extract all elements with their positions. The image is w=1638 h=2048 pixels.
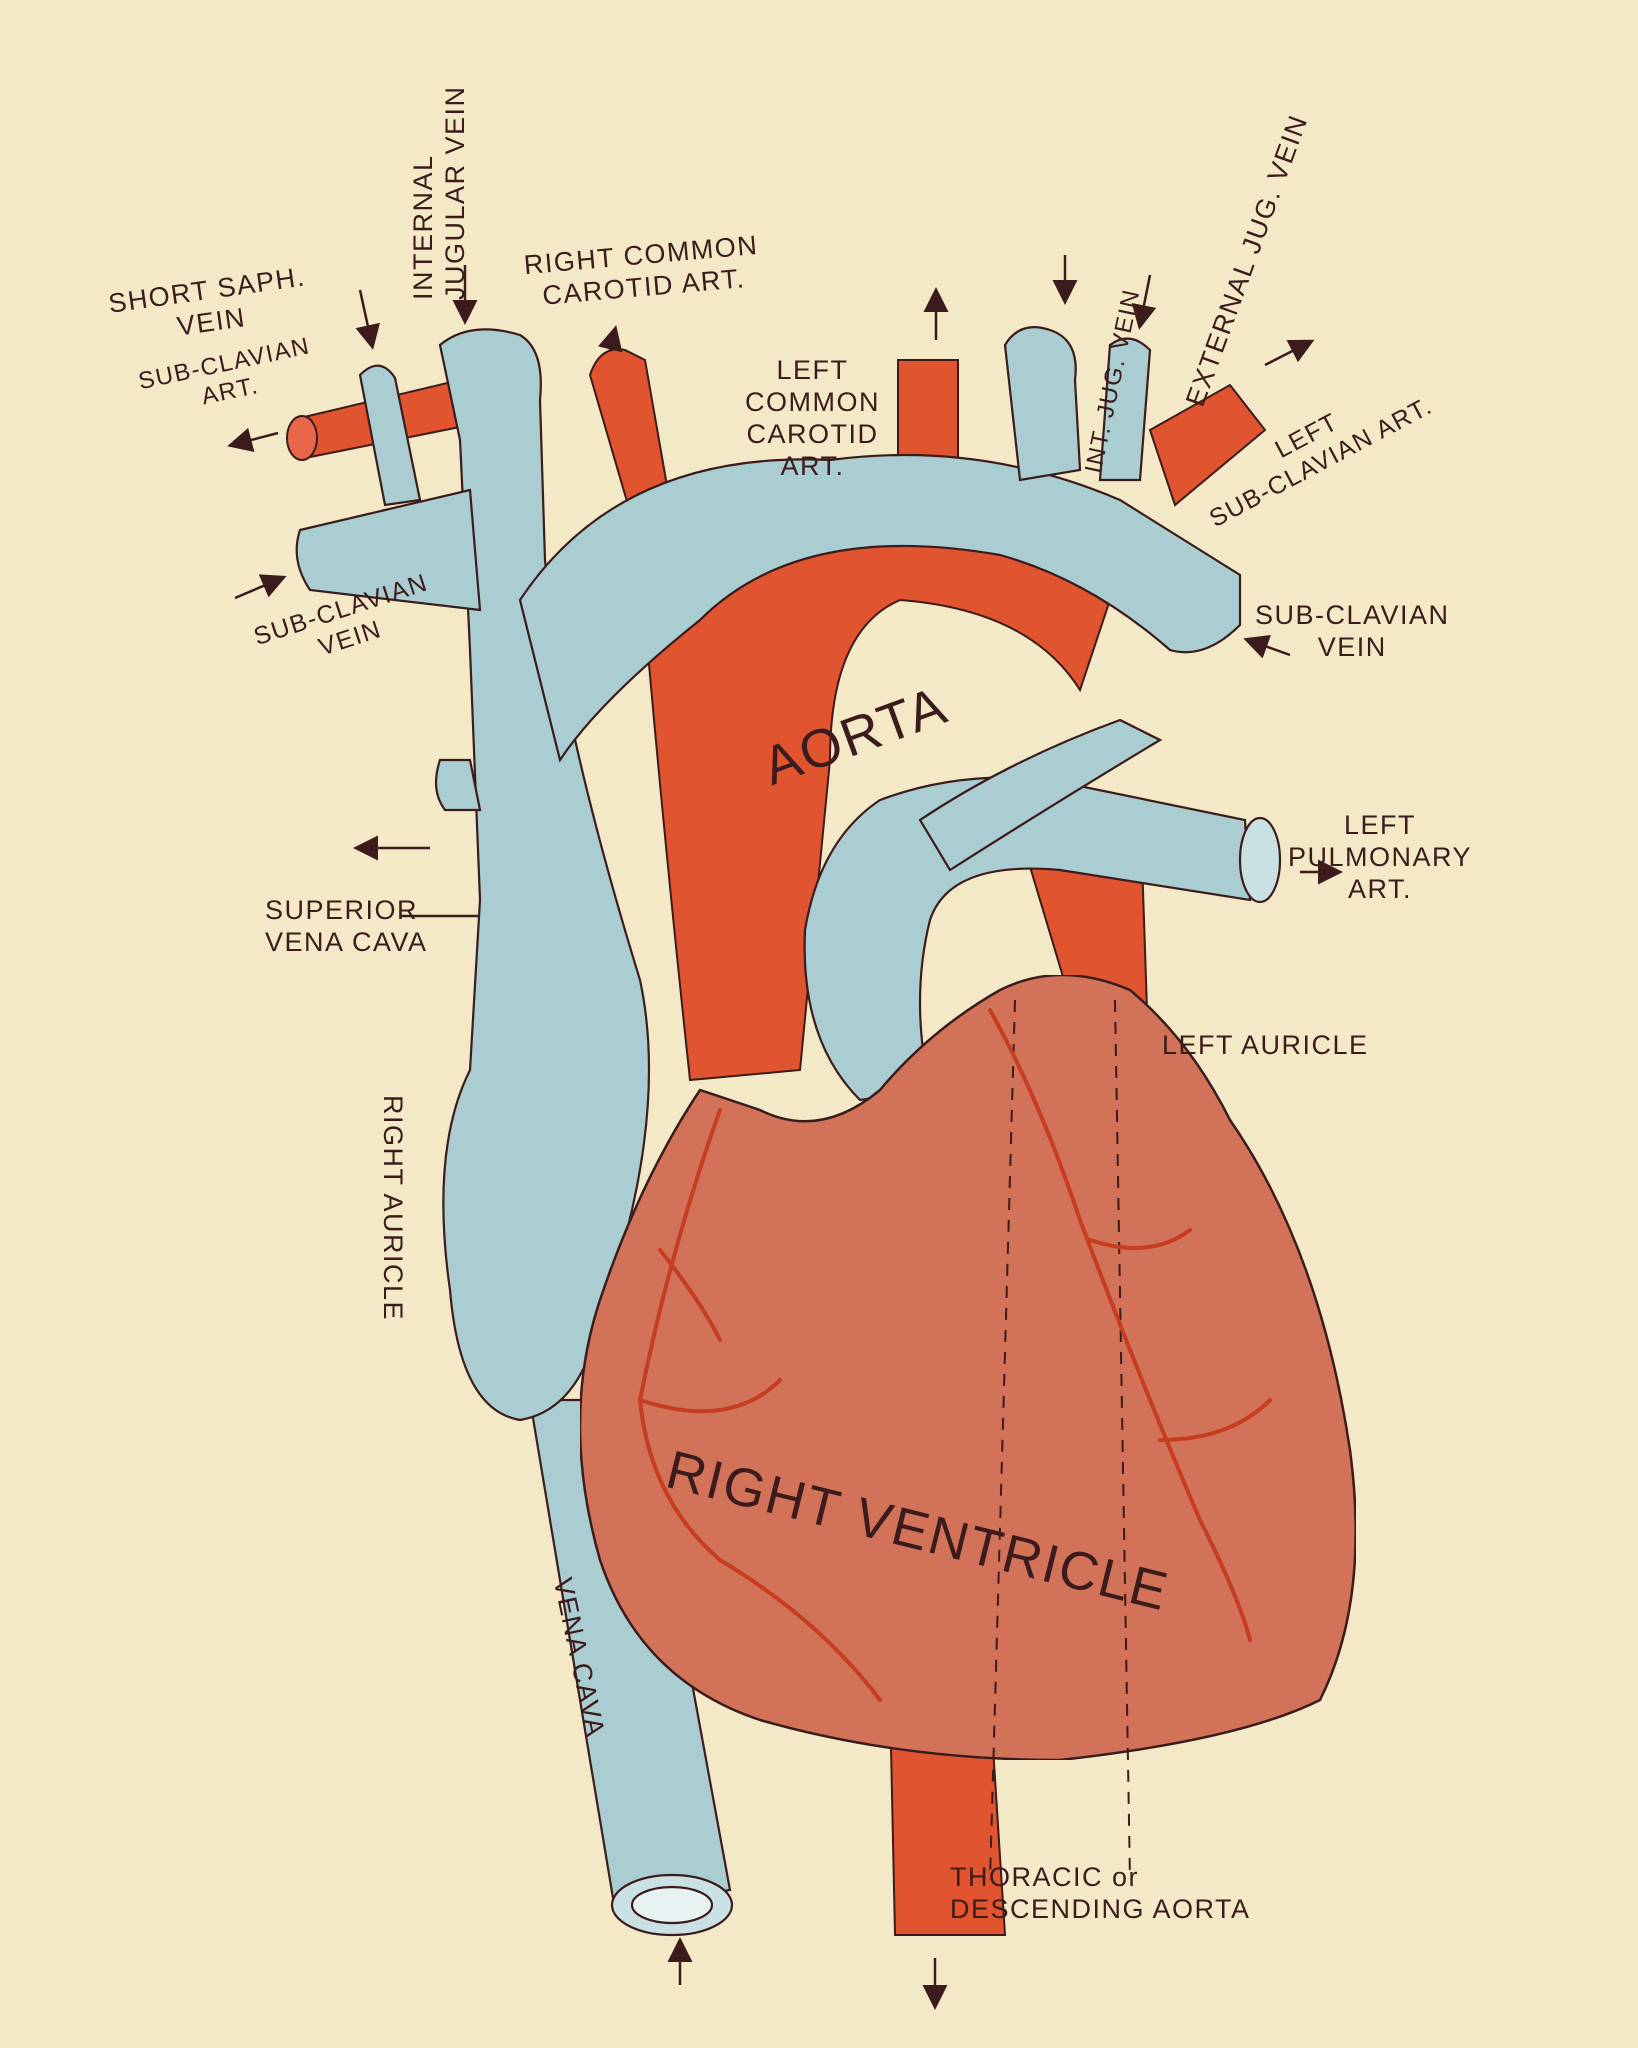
veins (295, 326, 1282, 1937)
arrows (227, 255, 1343, 2010)
left-external-jugular-vein (1098, 337, 1152, 482)
right-subclavian-vein (295, 488, 482, 612)
left-brachiocephalic-vein (518, 453, 1242, 763)
heart-ventricles (578, 973, 1357, 1762)
superior-vena-cava (438, 328, 651, 1422)
right-pulmonary-artery (918, 718, 1163, 872)
azygos-stub (434, 758, 482, 812)
heart (578, 973, 1357, 1881)
right-external-jugular (358, 364, 422, 507)
pulmonary-trunk (803, 776, 1252, 1102)
left-subclavian-artery (1148, 383, 1267, 507)
label-right-auricle: RIGHT AURICLE (378, 1095, 408, 1322)
interventricular-line-1 (989, 999, 1016, 1881)
interventricular-line-2 (1114, 999, 1131, 1881)
label-left-auricle: LEFT AURICLE (1162, 1030, 1369, 1060)
left-internal-jugular-vein (1003, 326, 1082, 482)
coronary-vessels (637, 1008, 1272, 1702)
